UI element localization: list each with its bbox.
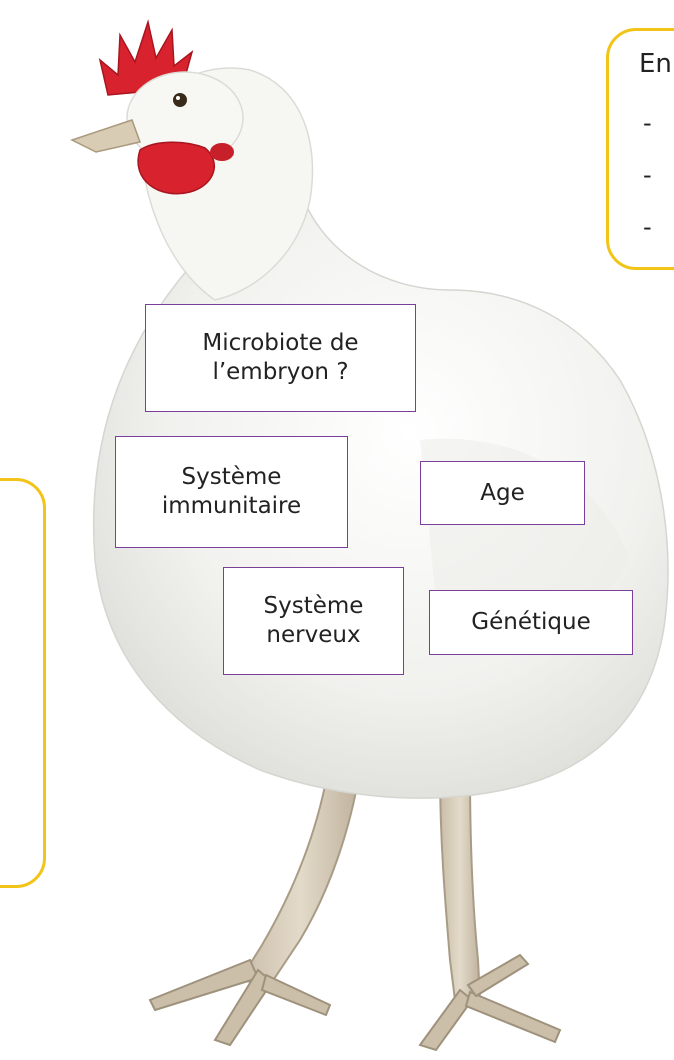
callout-environment: En - - -: [606, 28, 674, 270]
callout-title: En: [639, 49, 672, 79]
callout-left: [0, 478, 46, 888]
bullet-3: -: [643, 213, 652, 241]
factor-embryo-microbiota: Microbiote de l’embryon ?: [145, 304, 416, 412]
factor-immune-system: Système immunitaire: [115, 436, 348, 548]
factor-nervous-system: Système nerveux: [223, 567, 404, 675]
factor-genetics: Génétique: [429, 590, 633, 655]
factor-age: Age: [420, 461, 585, 525]
bullet-1: -: [643, 109, 652, 137]
bullet-2: -: [643, 161, 652, 189]
chicken-legs: [150, 760, 560, 1050]
